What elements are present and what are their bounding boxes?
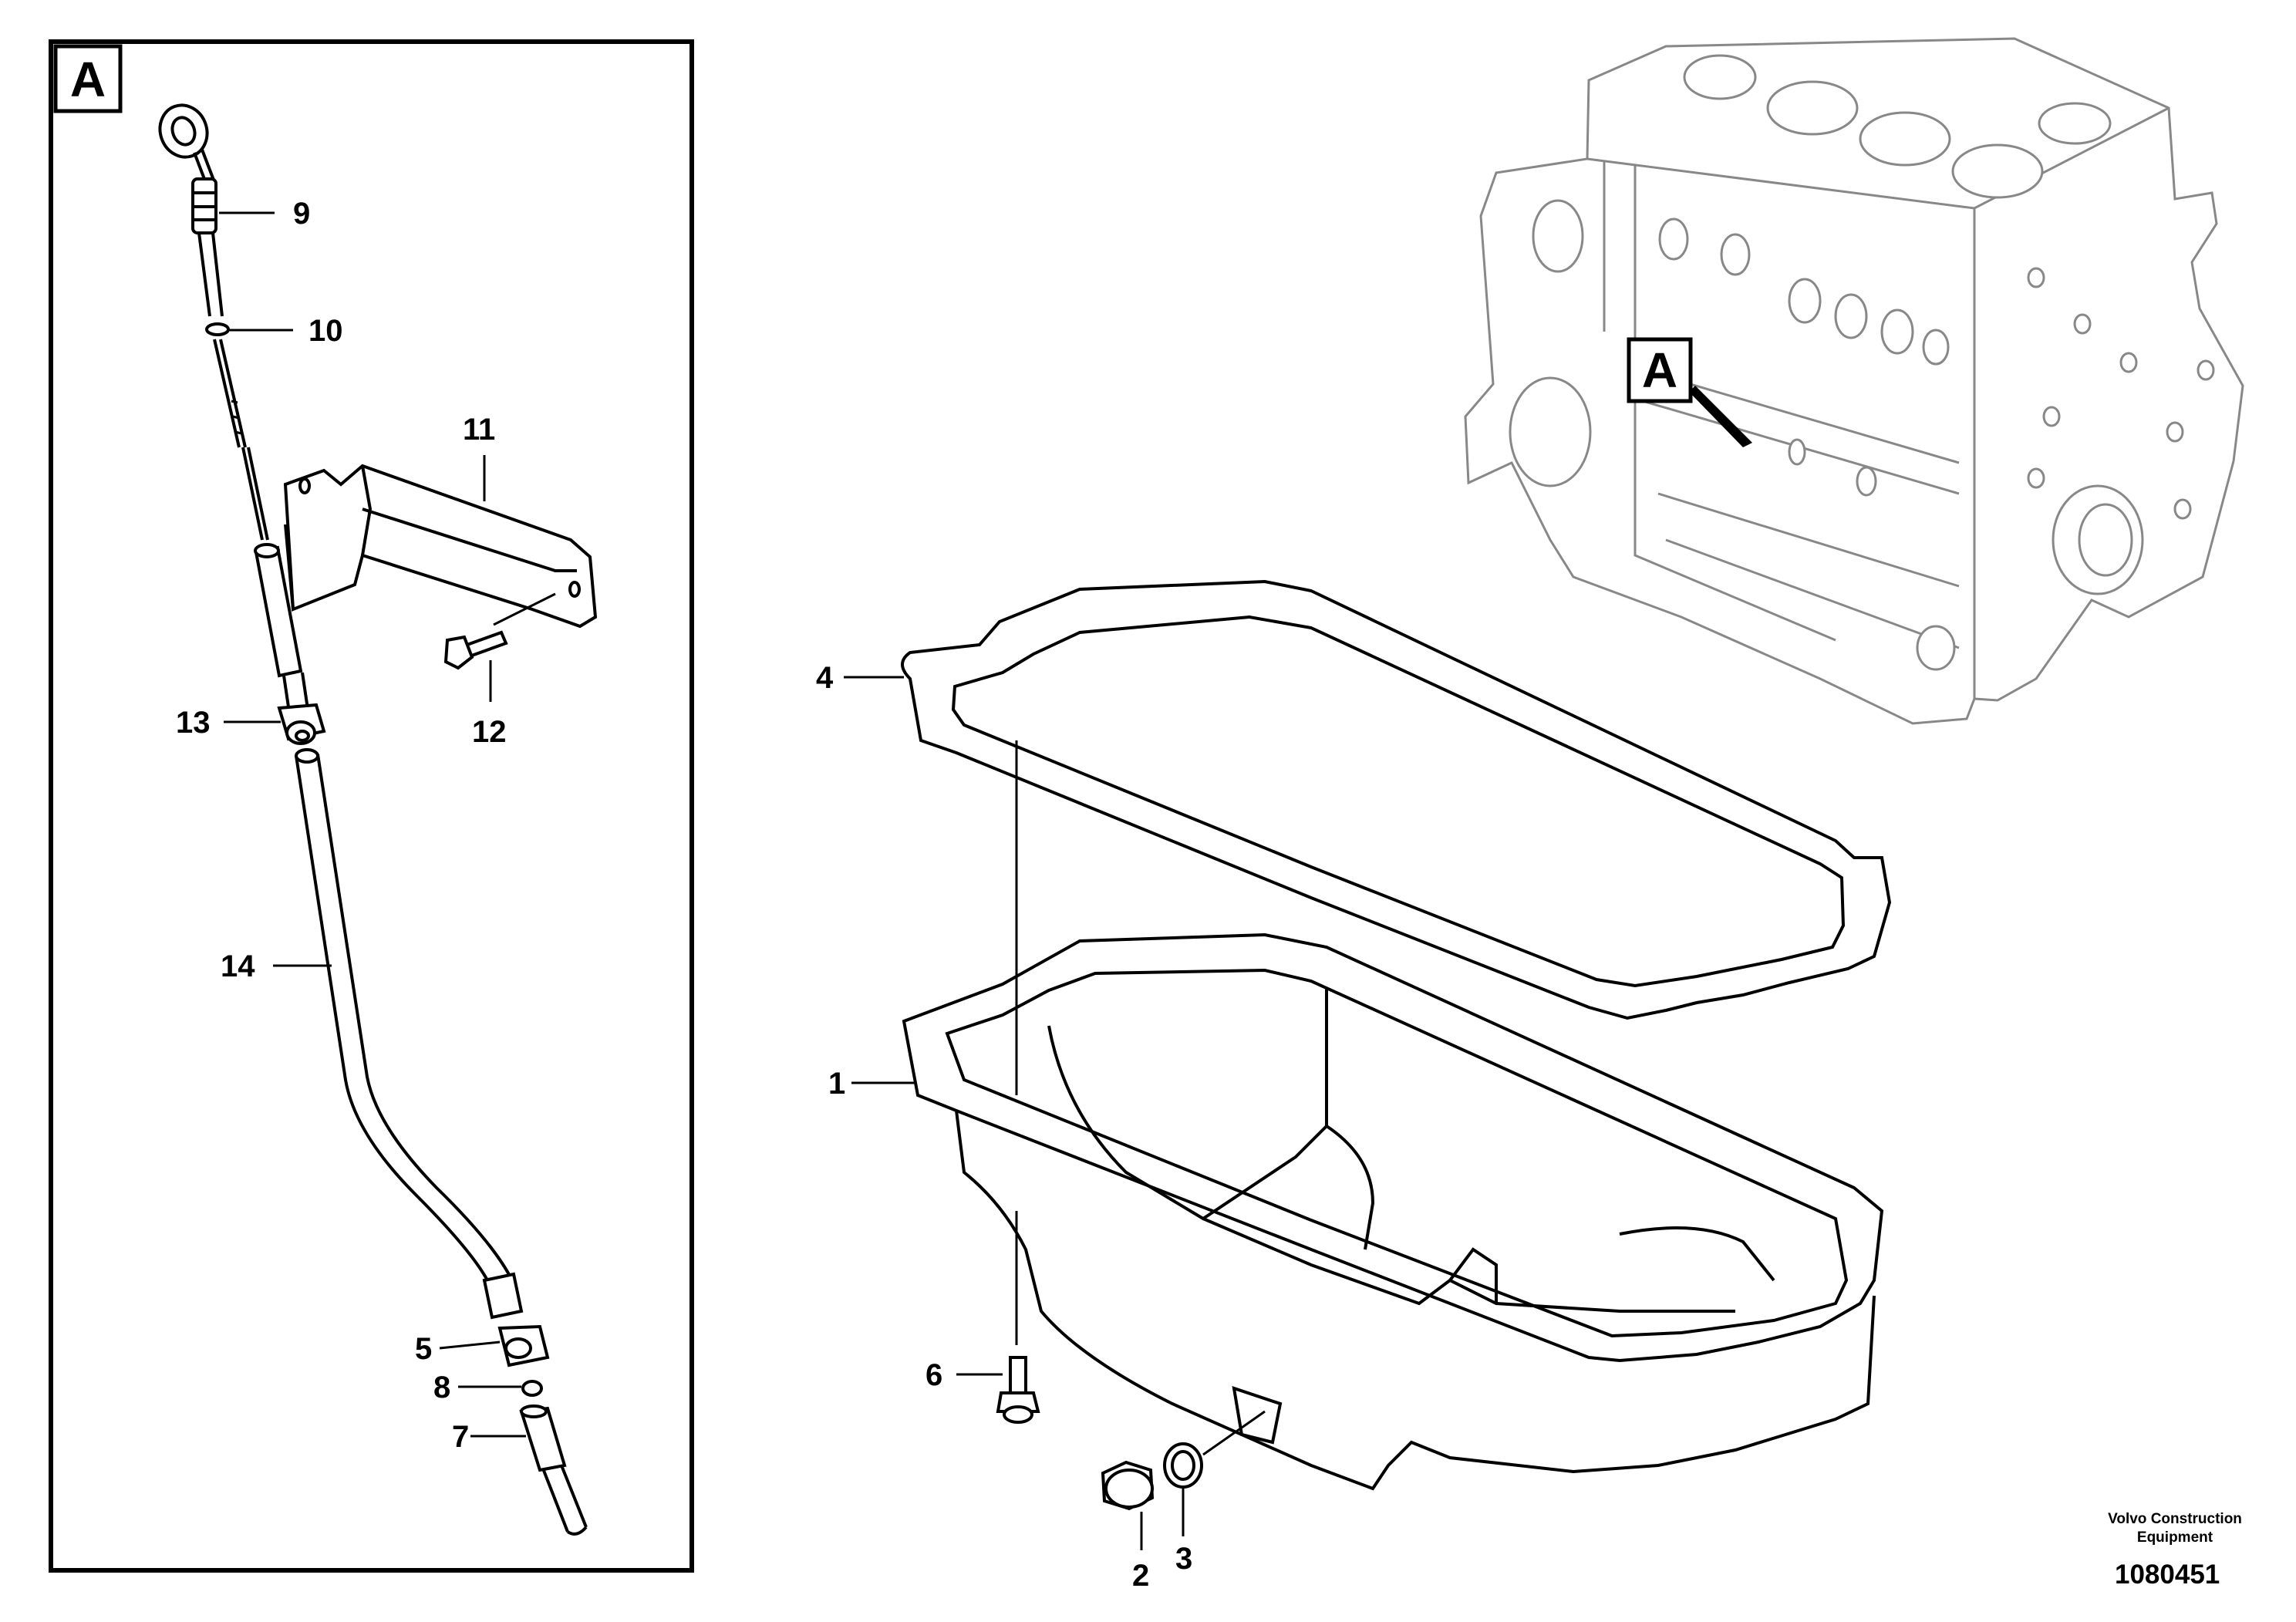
tube-bracket (283, 464, 598, 629)
detail-panel-a: A (49, 39, 694, 1573)
section-label: A (70, 52, 106, 107)
callout-6: 6 (925, 1358, 942, 1392)
callout-8: 8 (433, 1371, 450, 1404)
callout-5: 5 (415, 1332, 432, 1366)
oil-pan (902, 932, 1884, 1491)
callout-13: 13 (176, 706, 211, 740)
engine-block (1464, 37, 2244, 725)
guide-tube-upper (254, 543, 310, 718)
dipstick-shaft (197, 232, 269, 541)
credit-line-1: Volvo Construction (2108, 1511, 2242, 1527)
callouts-pan: 4 1 6 2 3 (816, 661, 1192, 1593)
callout-14: 14 (221, 949, 255, 983)
lower-fittings (482, 1272, 588, 1536)
dipstick-handle (158, 103, 217, 234)
drain-washer (1163, 1442, 1203, 1489)
oil-pan-gasket (901, 579, 1892, 1020)
callout-7: 7 (452, 1420, 469, 1454)
pan-bolt (996, 1356, 1040, 1424)
callout-10: 10 (308, 314, 343, 348)
callout-4: 4 (816, 661, 834, 695)
callout-2: 2 (1132, 1559, 1149, 1593)
credit-line-2: Equipment (2136, 1529, 2213, 1546)
drawing-number: 1080451 (2115, 1560, 2220, 1590)
section-label-box (53, 44, 123, 113)
leader-lines-panel-a (219, 211, 556, 1438)
callout-9: 9 (293, 197, 310, 231)
callout-11: 11 (463, 413, 495, 447)
callouts-panel-a: 9 10 11 12 13 14 5 8 7 (176, 197, 507, 1454)
bracket-bolt (443, 630, 508, 670)
callout-1: 1 (828, 1067, 845, 1101)
block-callout-a: A (1627, 337, 1752, 447)
tube-clamp-upper (277, 703, 326, 745)
callout-3: 3 (1175, 1542, 1192, 1576)
leader-lines-pan (844, 676, 1266, 1550)
manufacturer-credit: Volvo Construction Equipment (2082, 1510, 2267, 1547)
callout-12: 12 (472, 715, 507, 749)
drain-plug (1101, 1460, 1155, 1511)
block-label: A (1642, 342, 1677, 398)
guide-tube-long (295, 748, 514, 1281)
